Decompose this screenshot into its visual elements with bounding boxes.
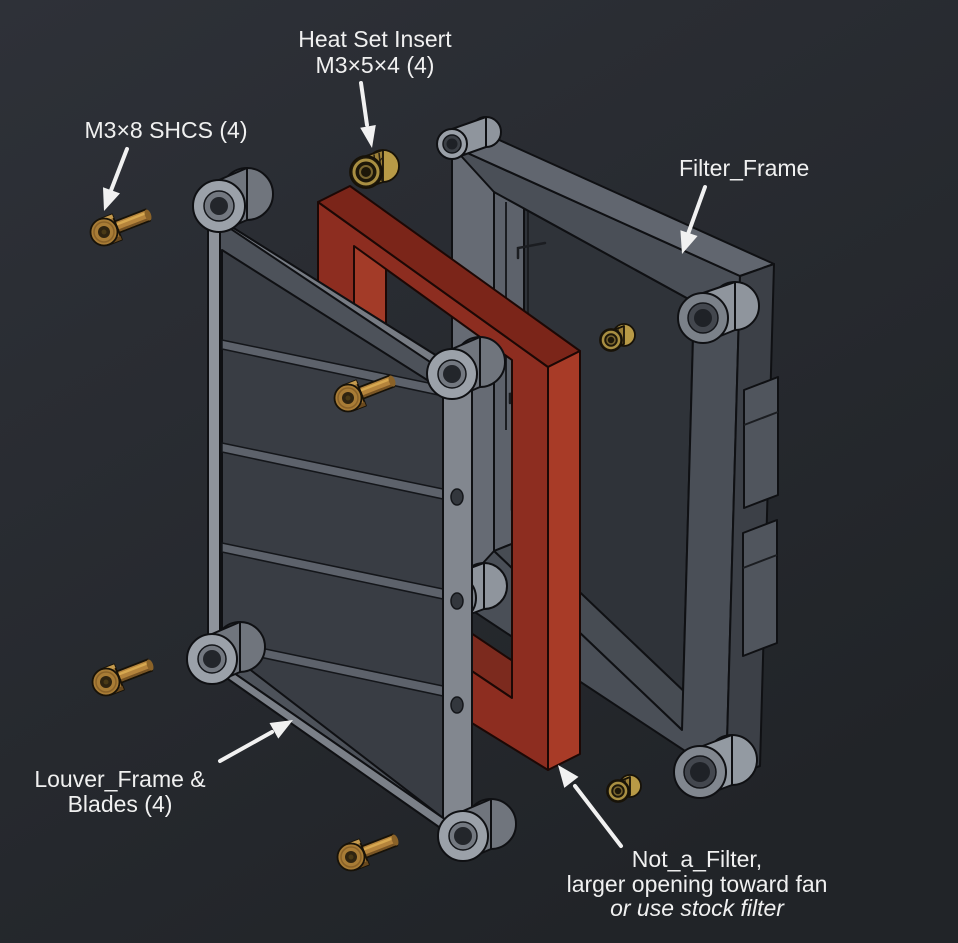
shcs-screw	[91, 658, 154, 697]
filter-frame-clip	[742, 376, 779, 657]
leader-arrow-shcs	[103, 147, 129, 211]
shcs-screw	[89, 208, 152, 247]
louver-frame-part	[186, 167, 517, 862]
filter-frame-corner-boss	[677, 281, 760, 344]
filter-frame-corner-boss	[673, 734, 758, 799]
louver-frame-corner-boss	[186, 621, 266, 685]
louver-frame-corner-boss	[426, 336, 506, 400]
label-not-a-filter-note: or use stock filter	[610, 895, 785, 921]
leader-arrow-not-a-filter	[558, 765, 623, 848]
heat-set-insert	[599, 323, 636, 352]
label-not-a-filter-line1: Not_a_Filter,	[632, 846, 762, 872]
louver-frame-corner-boss	[437, 798, 517, 862]
label-louver-frame-line1: Louver_Frame &	[34, 766, 205, 792]
label-louver-frame-line2: Blades (4)	[68, 791, 173, 817]
label-filter-frame: Filter_Frame	[679, 155, 809, 181]
label-shcs: M3×8 SHCS (4)	[85, 117, 248, 143]
heat-set-insert	[349, 149, 400, 189]
label-heat-set-insert-line1: Heat Set Insert	[298, 26, 452, 52]
shcs-screw	[336, 833, 399, 872]
filter-frame-corner-boss	[436, 116, 502, 160]
heat-set-insert	[606, 774, 642, 803]
label-not-a-filter-line2: larger opening toward fan	[567, 871, 828, 897]
louver-frame-corner-boss	[192, 167, 274, 233]
leader-arrow-heat-set-insert	[359, 81, 376, 148]
leader-arrow-filter-frame	[680, 185, 707, 254]
label-heat-set-insert-line2: M3×5×4 (4)	[316, 52, 435, 78]
shcs-screw	[333, 374, 396, 413]
leader-arrow-louver-frame	[218, 720, 293, 763]
